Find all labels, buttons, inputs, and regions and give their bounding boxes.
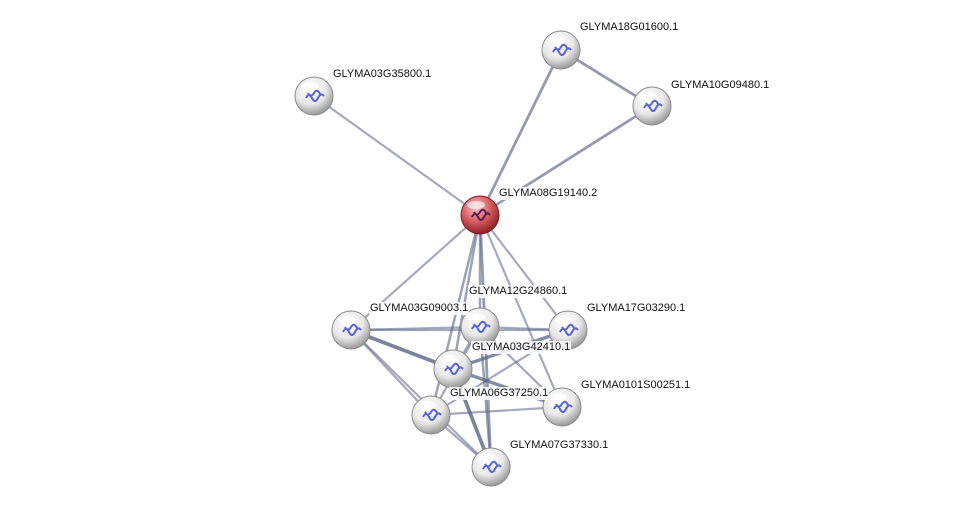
node-label[interactable]: GLYMA18G01600.1	[579, 21, 680, 34]
protein-structure-icon	[342, 323, 362, 336]
node-GLYMA08G19140.2[interactable]	[460, 195, 500, 235]
node-GLYMA10G09480.1[interactable]	[632, 86, 672, 126]
protein-structure-icon	[422, 408, 442, 421]
edge-n08g-n17g[interactable]	[479, 214, 569, 331]
node-label[interactable]: GLYMA12G24860.1	[468, 285, 569, 298]
node-highlight	[418, 401, 436, 409]
node-label[interactable]: GLYMA07G37330.1	[509, 439, 610, 452]
node-highlight	[639, 92, 657, 100]
node-highlight	[467, 313, 485, 321]
protein-structure-icon	[471, 320, 491, 333]
edge-n08g-n0101s[interactable]	[478, 214, 564, 408]
edge-n08g-n18g[interactable]	[478, 49, 563, 216]
node-highlight	[301, 82, 319, 90]
node-label[interactable]: GLYMA08G19140.2	[498, 187, 599, 200]
node-label[interactable]: GLYMA17G03290.1	[586, 302, 687, 315]
edges-layer	[313, 48, 653, 468]
node-label[interactable]: GLYMA10G09480.1	[670, 79, 771, 92]
node-highlight	[440, 355, 458, 363]
node-label[interactable]: GLYMA03G35800.1	[332, 68, 433, 81]
node-GLYMA18G01600.1[interactable]	[541, 30, 581, 70]
node-highlight	[478, 453, 496, 461]
protein-structure-icon	[305, 89, 325, 102]
node-highlight	[549, 393, 567, 401]
node-highlight	[338, 316, 356, 324]
protein-structure-icon	[444, 362, 464, 375]
node-highlight	[467, 201, 485, 209]
protein-structure-icon	[643, 99, 663, 112]
node-label[interactable]: GLYMA03G09003.1	[369, 302, 470, 315]
node-label[interactable]: GLYMA0101S00251.1	[580, 379, 692, 392]
node-GLYMA17G03290.1[interactable]	[548, 310, 588, 350]
protein-structure-icon	[559, 323, 579, 336]
node-highlight	[555, 316, 573, 324]
edge-n08g-n03g358[interactable]	[313, 95, 481, 216]
node-GLYMA06G37250.1[interactable]	[411, 395, 451, 435]
node-GLYMA03G09003.1[interactable]	[331, 310, 371, 350]
node-GLYMA07G37330.1[interactable]	[471, 447, 511, 487]
node-label[interactable]: GLYMA06G37250.1	[449, 387, 550, 400]
node-label[interactable]: GLYMA03G42410.1	[471, 341, 572, 354]
protein-structure-icon	[553, 400, 573, 413]
protein-structure-icon	[471, 208, 491, 221]
node-GLYMA03G42410.1[interactable]	[433, 349, 473, 389]
node-GLYMA0101S00251.1[interactable]	[542, 387, 582, 427]
protein-structure-icon	[482, 460, 502, 473]
protein-structure-icon	[552, 43, 572, 56]
edge-n08g-n03g424[interactable]	[451, 214, 482, 370]
node-highlight	[548, 36, 566, 44]
edge-n06g-n0101s[interactable]	[430, 405, 563, 417]
node-GLYMA03G35800.1[interactable]	[294, 76, 334, 116]
